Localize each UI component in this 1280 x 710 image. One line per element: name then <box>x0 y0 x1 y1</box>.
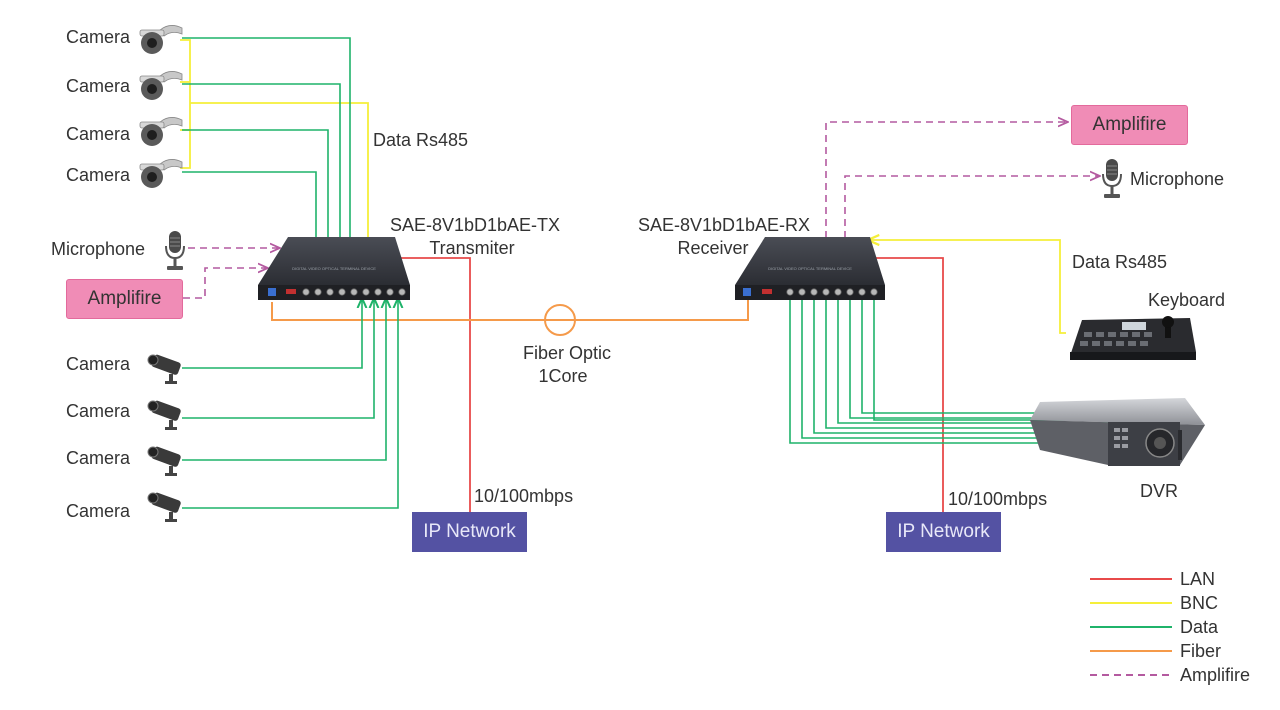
legend-swatches <box>1090 578 1172 676</box>
bullet-camera-icon <box>147 354 181 384</box>
ip-network-box-right: IP Network <box>886 512 1001 552</box>
keyboard-label: Keyboard <box>1148 290 1226 310</box>
camera-label: Camera <box>66 501 131 521</box>
amplifier-box: Amplifire <box>66 279 183 319</box>
data-rs485-label-right: Data Rs485 <box>1072 252 1168 272</box>
dvr-label: DVR <box>1140 481 1179 501</box>
transmitter-ports <box>268 288 406 296</box>
receiver-role-label: Receiver <box>677 238 749 258</box>
transmitter-role-label: Transmiter <box>429 238 515 258</box>
transmitter-device: DIGITAL VIDEO OPTICAL TERMINAL DEVICE <box>258 237 410 300</box>
bullet-camera-icon <box>147 492 181 522</box>
legend-label: Fiber <box>1180 641 1222 661</box>
microphone-label-right: Microphone <box>1130 169 1225 189</box>
transmitter-device-text: DIGITAL VIDEO OPTICAL TERMINAL DEVICE <box>292 266 376 271</box>
ip-network-box-left: IP Network <box>412 512 527 552</box>
microphone-icon <box>1102 159 1122 198</box>
data-lines-bullet <box>182 298 398 509</box>
fiber-core-label: 1Core <box>538 366 588 386</box>
legend-label: BNC <box>1180 593 1219 613</box>
camera-label: Camera <box>66 27 131 47</box>
transmitter-model-label: SAE-8V1bD1bAE-TX <box>389 215 561 235</box>
receiver-device: DIGITAL VIDEO OPTICAL TERMINAL DEVICE <box>735 237 885 300</box>
bnc-lines-left <box>180 39 369 237</box>
amplifier-box-right: Amplifire <box>1071 105 1188 145</box>
lan-speed-label-left: 10/100mbps <box>474 486 574 506</box>
dome-camera-icon <box>139 25 183 54</box>
data-rs485-label: Data Rs485 <box>373 130 469 150</box>
camera-label: Camera <box>66 76 131 96</box>
fiber-coupler-ring <box>544 304 576 336</box>
camera-label: Camera <box>66 448 131 468</box>
camera-label: Camera <box>66 124 131 144</box>
camera-label: Camera <box>66 165 131 185</box>
dome-camera-icon <box>139 159 183 188</box>
bullet-camera-icon <box>147 446 181 476</box>
microphone-icon <box>165 231 185 270</box>
legend-label: Amplifire <box>1180 665 1251 685</box>
bullet-camera-icon <box>147 400 181 430</box>
receiver-ports <box>743 288 878 296</box>
bnc-lines-right <box>868 240 1066 334</box>
legend-label: Data <box>1180 617 1219 637</box>
keyboard-controller-icon <box>1070 316 1196 360</box>
amp-lines-right <box>825 122 1100 238</box>
lan-speed-label-right: 10/100mbps <box>948 489 1048 509</box>
data-lines-dvr <box>789 296 1108 444</box>
fiber-optic-label: Fiber Optic <box>522 343 612 363</box>
amp-lines-left <box>183 248 280 299</box>
microphone-label: Microphone <box>51 239 146 259</box>
fiber-line <box>271 300 749 336</box>
receiver-model-label: SAE-8V1bD1bAE-RX <box>637 215 811 235</box>
receiver-device-text: DIGITAL VIDEO OPTICAL TERMINAL DEVICE <box>768 266 852 271</box>
legend-label: LAN <box>1180 569 1216 589</box>
dvr-icon <box>1030 398 1205 466</box>
dome-camera-icon <box>139 71 183 100</box>
camera-label: Camera <box>66 401 131 421</box>
dome-camera-icon <box>139 117 183 146</box>
camera-label: Camera <box>66 354 131 374</box>
